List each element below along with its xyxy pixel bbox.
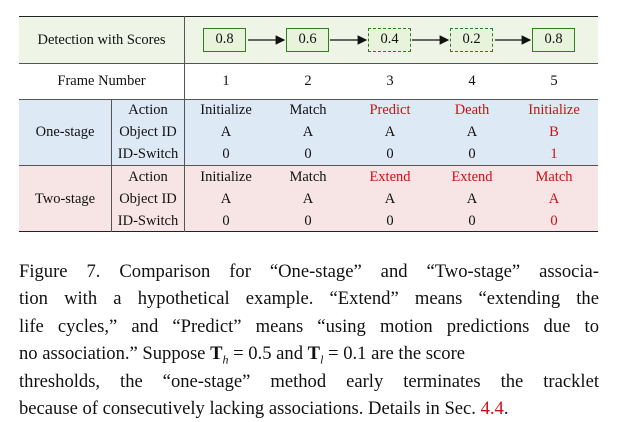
- table-top-rule: [19, 16, 598, 17]
- object-id-cell: A: [302, 191, 314, 207]
- threshold-subscript: h: [222, 352, 229, 367]
- caption-line: thresholds, the “one-stage” method early…: [19, 370, 599, 392]
- id-switch-cell: 0: [304, 146, 312, 162]
- object-id-cell: A: [220, 191, 232, 207]
- one-stage-background: [19, 100, 598, 165]
- caption-text: no association.” Suppose: [19, 343, 211, 365]
- frame-label: Frame Number: [57, 73, 146, 89]
- id-switch-cell: 0: [468, 213, 476, 229]
- caption-line: no association.” Suppose Th = 0.5 and Tl…: [19, 340, 599, 367]
- caption-text: .: [503, 398, 509, 420]
- row-label-action: Action: [128, 169, 168, 185]
- action-cell: Match: [535, 169, 573, 185]
- object-id-cell: A: [384, 191, 396, 207]
- caption-line: Figure 7. Comparison for “One-stage” and…: [19, 261, 599, 282]
- caption-text: because of consecutively lacking associa…: [19, 398, 481, 420]
- frame-number: 4: [468, 73, 476, 89]
- table-bottom-rule: [19, 231, 598, 232]
- score-box-4: 0.2: [450, 28, 493, 52]
- column-divider: [111, 100, 112, 232]
- action-cell: Initialize: [200, 102, 252, 118]
- action-cell: Initialize: [200, 169, 252, 185]
- action-cell: Match: [289, 169, 327, 185]
- detection-label: Detection with Scores: [37, 32, 166, 48]
- row-label-id-switch: ID-Switch: [117, 213, 179, 229]
- id-switch-cell: 0: [550, 213, 558, 229]
- action-cell: Predict: [369, 102, 411, 118]
- frame-number: 1: [222, 73, 230, 89]
- column-divider: [184, 16, 185, 232]
- threshold-subscript: l: [320, 352, 324, 367]
- action-cell: Initialize: [528, 102, 580, 118]
- threshold-symbol: T: [307, 343, 321, 365]
- arrows: [248, 35, 532, 45]
- row-divider: [19, 99, 598, 100]
- action-cell: Death: [454, 102, 490, 118]
- row-divider: [19, 63, 598, 64]
- score-box-5: 0.8: [532, 28, 575, 52]
- row-label-action: Action: [128, 102, 168, 118]
- caption-text: = 0.5 and: [228, 343, 308, 365]
- caption-line: because of consecutively lacking associa…: [19, 395, 599, 422]
- row-divider: [19, 165, 598, 166]
- comparison-table: Detection with Scores 0.8 0.6 0.4 0.2 0.…: [19, 16, 598, 232]
- frame-number: 2: [304, 73, 312, 89]
- score-box-2: 0.6: [286, 28, 329, 52]
- id-switch-cell: 0: [468, 146, 476, 162]
- row-label-object-id: Object ID: [119, 124, 177, 140]
- object-id-cell: B: [549, 124, 559, 140]
- threshold-symbol: T: [210, 343, 223, 365]
- object-id-cell: A: [384, 124, 396, 140]
- figure-caption: Figure 7. Comparison for “One-stage” and…: [19, 258, 599, 422]
- object-id-cell: A: [466, 124, 478, 140]
- two-stage-label: Two-stage: [34, 191, 96, 207]
- action-cell: Extend: [451, 169, 493, 185]
- frame-number: 3: [386, 73, 394, 89]
- object-id-cell: A: [548, 191, 560, 207]
- action-cell: Extend: [369, 169, 411, 185]
- frame-number: 5: [550, 73, 558, 89]
- score-box-1: 0.8: [203, 28, 246, 52]
- action-cell: Match: [289, 102, 327, 118]
- id-switch-cell: 0: [386, 213, 394, 229]
- id-switch-cell: 0: [222, 146, 230, 162]
- id-switch-cell: 0: [386, 146, 394, 162]
- score-box-3: 0.4: [368, 28, 411, 52]
- caption-text: = 0.1 are the score: [323, 343, 466, 365]
- one-stage-label: One-stage: [35, 124, 95, 140]
- row-label-id-switch: ID-Switch: [117, 146, 179, 162]
- id-switch-cell: 0: [222, 213, 230, 229]
- section-reference-link[interactable]: 4.4: [480, 398, 504, 420]
- id-switch-cell: 1: [550, 146, 558, 162]
- two-stage-background: [19, 166, 598, 231]
- object-id-cell: A: [220, 124, 232, 140]
- id-switch-cell: 0: [304, 213, 312, 229]
- caption-line: life cycles,” and “Predict” means “using…: [19, 315, 599, 337]
- object-id-cell: A: [466, 191, 478, 207]
- caption-line: tion with a hypothetical example. “Exten…: [19, 288, 599, 310]
- row-label-object-id: Object ID: [119, 191, 177, 207]
- object-id-cell: A: [302, 124, 314, 140]
